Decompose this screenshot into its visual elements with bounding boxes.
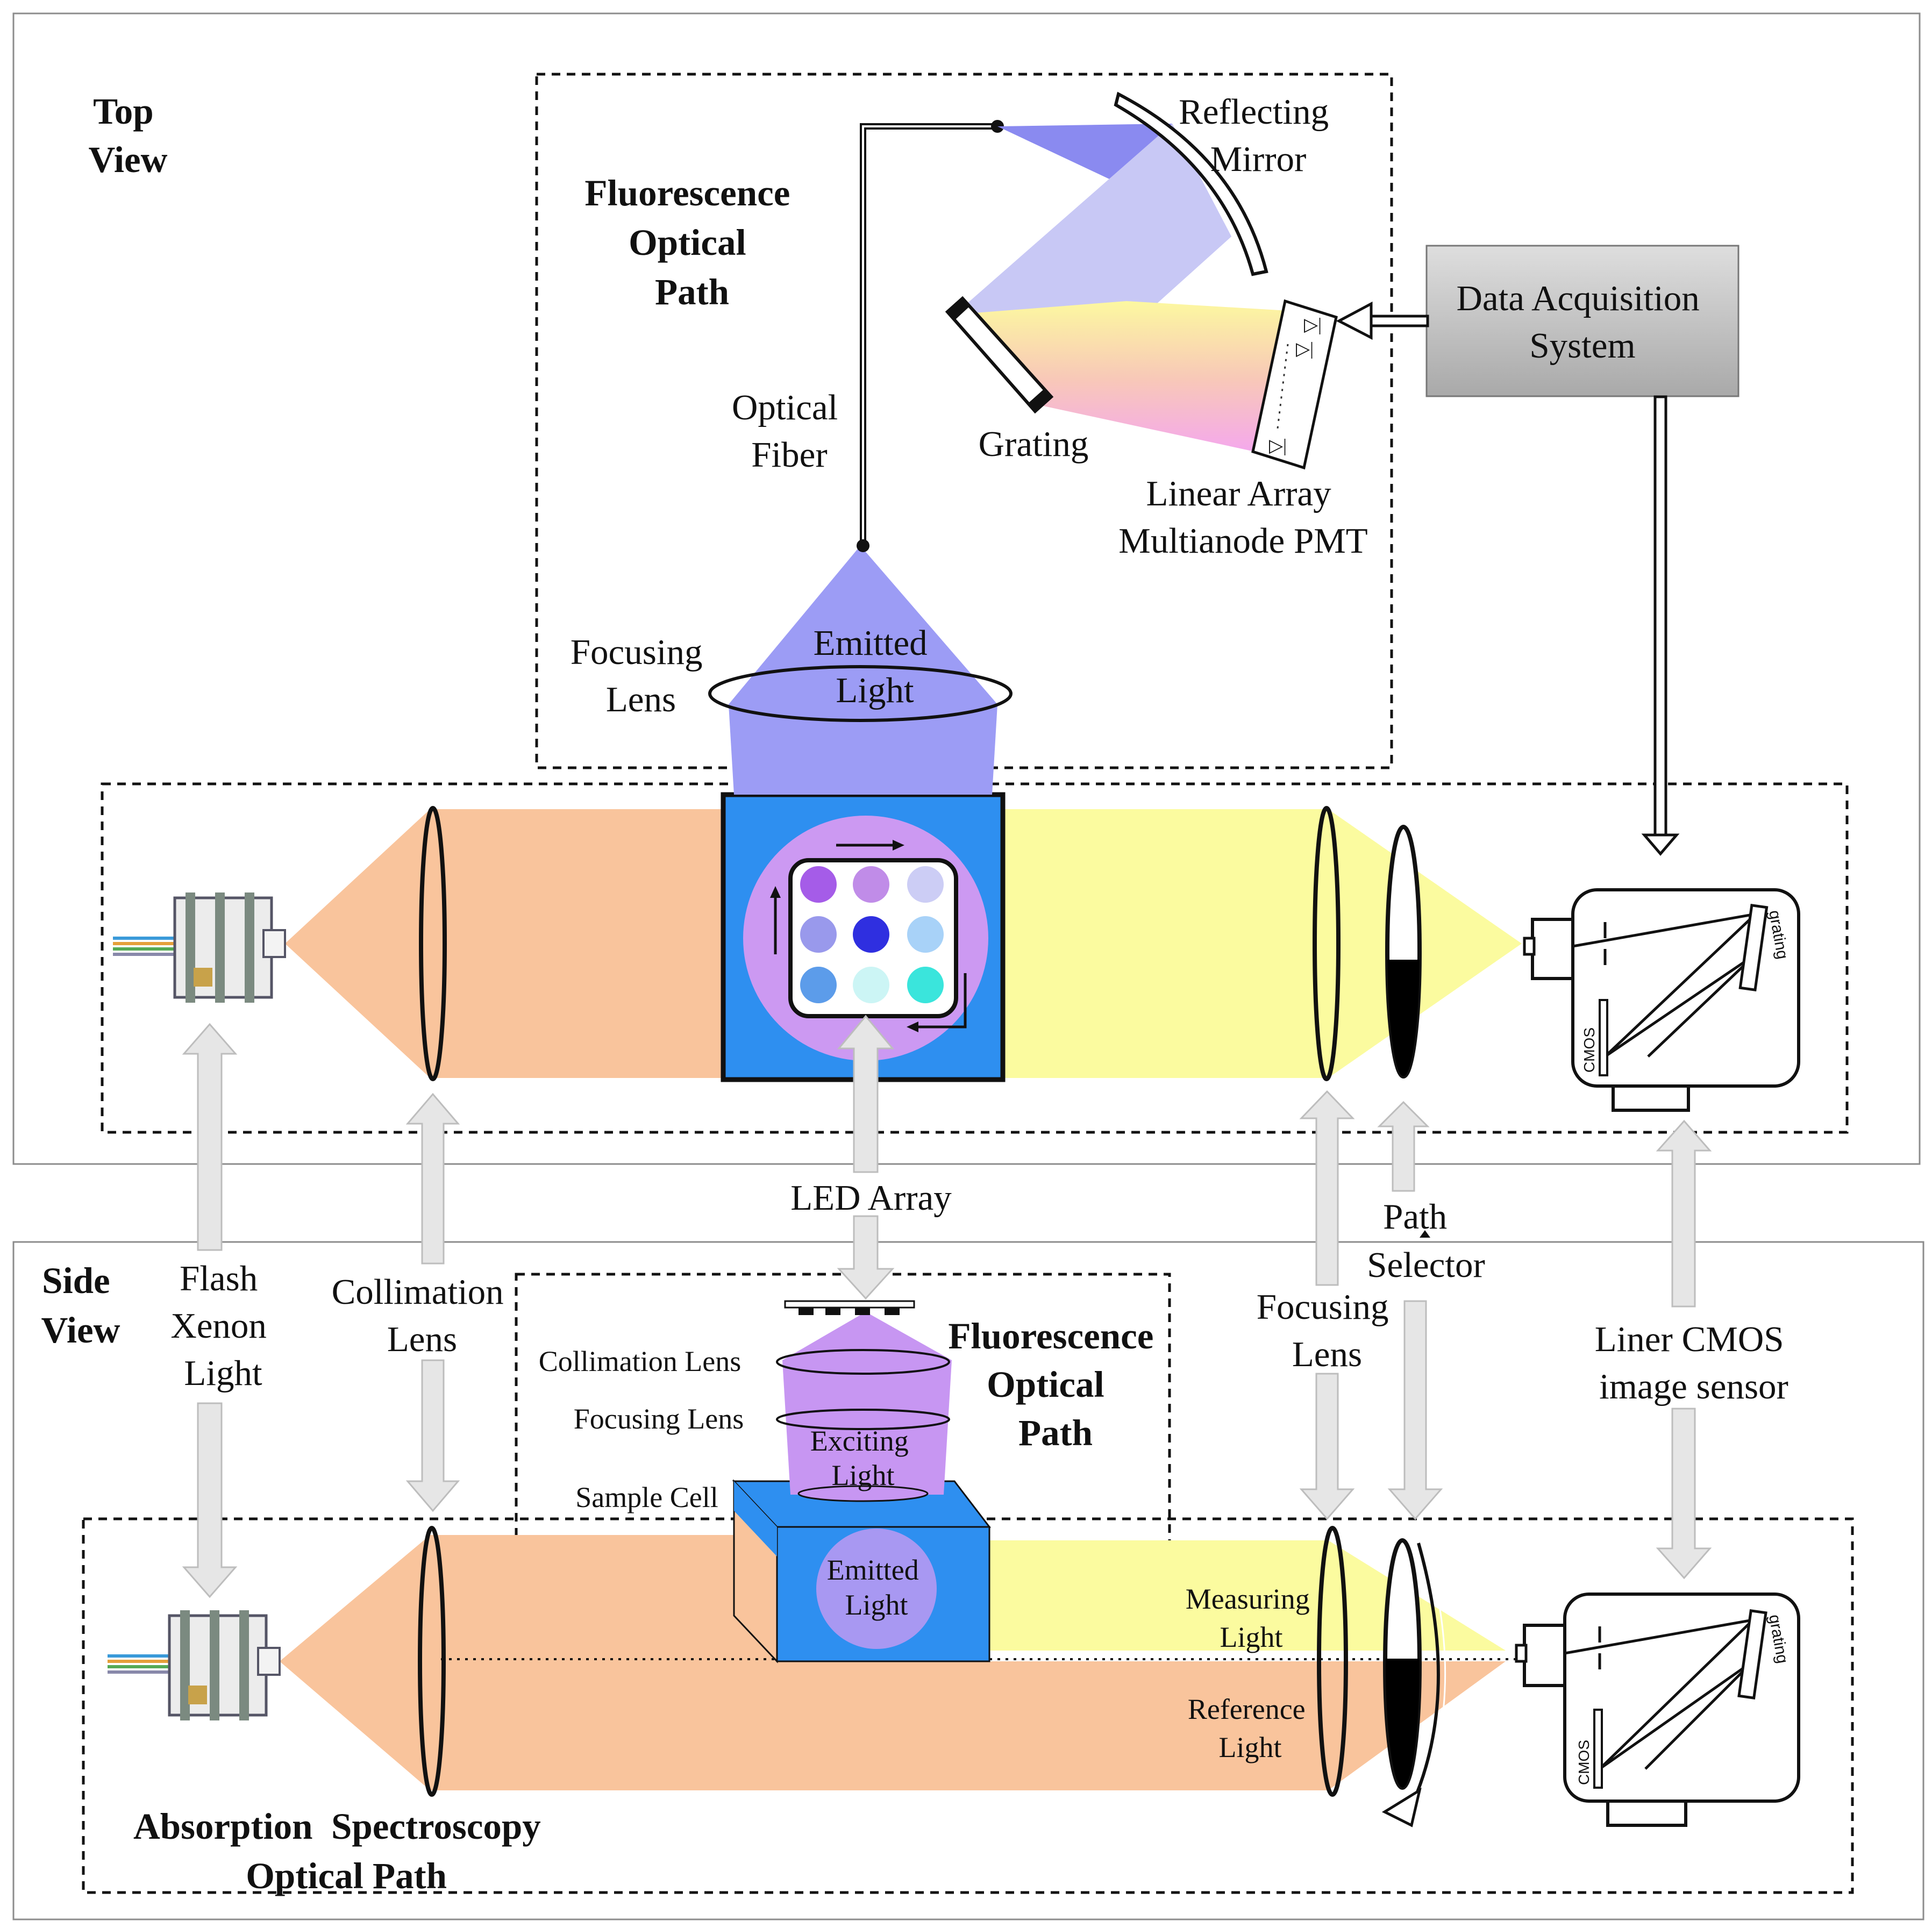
well [853,866,889,903]
side-collimation-lens-label: Collimation Lens [539,1345,741,1377]
well [800,967,837,1003]
top-focusing-lens-label: Focusing Lens [571,632,711,719]
svg-text:▷|: ▷| [1269,436,1287,456]
linear-array-pmt-label: Linear Array Multianode PMT [1118,474,1367,561]
emitted-light-disc [816,1529,937,1649]
path-selector-top [1385,825,1422,1079]
well [853,916,889,953]
top-absorption-box [101,782,1849,1134]
sample-cell-side [732,1479,992,1663]
side-view-frame [12,1241,1924,1920]
absorption-title: Absorption Spectroscopy Optical Path [0,0,587,1896]
path-selector-side [1381,1538,1446,1827]
collimation-lens-top [419,806,447,1081]
exciting-light-label: Exciting Light [810,1425,916,1491]
led-array-label: LED Array [790,1178,952,1218]
optical-fiber-label: Optical Fiber [732,388,847,475]
reference-light-label: Reference Light [1188,1693,1313,1763]
cmos-spectrometer-top: grating CMOS [1523,888,1800,1112]
svg-text:▷|: ▷| [1296,339,1314,359]
side-absorption-box [82,1517,1854,1894]
side-focusing-lens-label: Focusing Lens [574,1403,744,1435]
sample-cell-label: Sample Cell [575,1481,718,1513]
cmos-spectrometer-side: grating CMOS [1515,1593,1800,1827]
transmitted-beam-yellow [1000,809,1328,1078]
well-array [800,866,944,1003]
top-emitted-light-label: Emitted Light [814,623,937,710]
data-acquisition-box [1425,245,1739,397]
daq-to-pmt-arrow [1336,301,1429,340]
led-array-side [784,1300,915,1315]
well [907,916,944,953]
flash-xenon-label: Flash Xenon Light [170,1259,275,1393]
exciting-light-column [776,1312,952,1502]
grating-element [945,296,1054,414]
top-fluorescence-path: ▷| ▷| ▷| [708,91,1739,856]
well [800,916,837,953]
side-absorption-path [280,1300,1516,1827]
top-fluorescence-title: Fluorescence Optical Path [584,173,799,312]
emitted-light-cone [729,546,997,795]
focusing-lens-label: Focusing Lens [1257,1287,1398,1374]
well [907,866,944,903]
measuring-light-label: Measuring Light [1186,1583,1317,1653]
side-emitted-light-label: Emitted Light [827,1554,926,1621]
liner-cmos-label: Liner CMOS image sensor [1595,1319,1793,1406]
focused-beam-yellow [1328,809,1522,1078]
side-fluorescence-title: Fluorescence Optical Path [948,1316,1163,1453]
xenon-lamp-top [113,892,286,1003]
side-fluorescence-box [515,1273,1171,1649]
collimation-lens-side [418,1526,446,1797]
daq-to-cmos-arrow [1641,395,1680,856]
grating-to-pmt-spectrum [954,301,1307,457]
focusing-lens-side [1317,1526,1348,1797]
focusing-lens-fluor-top [708,665,1013,722]
linear-array-pmt: ▷| ▷| ▷| [1251,299,1338,470]
cmos-mini-label: CMOS [1575,1740,1592,1785]
path-selector-label: Path Selector [1367,1197,1485,1285]
reflecting-mirror-label: Reflecting Mirror [1179,92,1338,179]
collimated-beam-orange [285,809,723,1078]
rotation-arrows [770,840,967,1032]
xenon-lamp-side [108,1610,281,1720]
top-view-label: Top View [89,91,168,180]
data-acquisition-label: Data Acquisition System [1457,279,1709,366]
grating-label: Grating [979,424,1089,464]
top-view-frame [12,12,1921,1165]
focusing-lens-top [1313,806,1341,1081]
reflecting-mirror [1114,91,1268,276]
cmos-mini-label: CMOS [1581,1027,1598,1073]
well [853,967,889,1003]
side-view-label: Side View [41,1260,120,1351]
svg-text:▷|: ▷| [1304,315,1322,335]
collimation-lens-label: Collimation Lens [332,1272,513,1359]
well [800,866,837,903]
top-absorption-path [285,792,1522,1082]
well [907,967,944,1003]
connector-arrows [182,1015,1712,1598]
